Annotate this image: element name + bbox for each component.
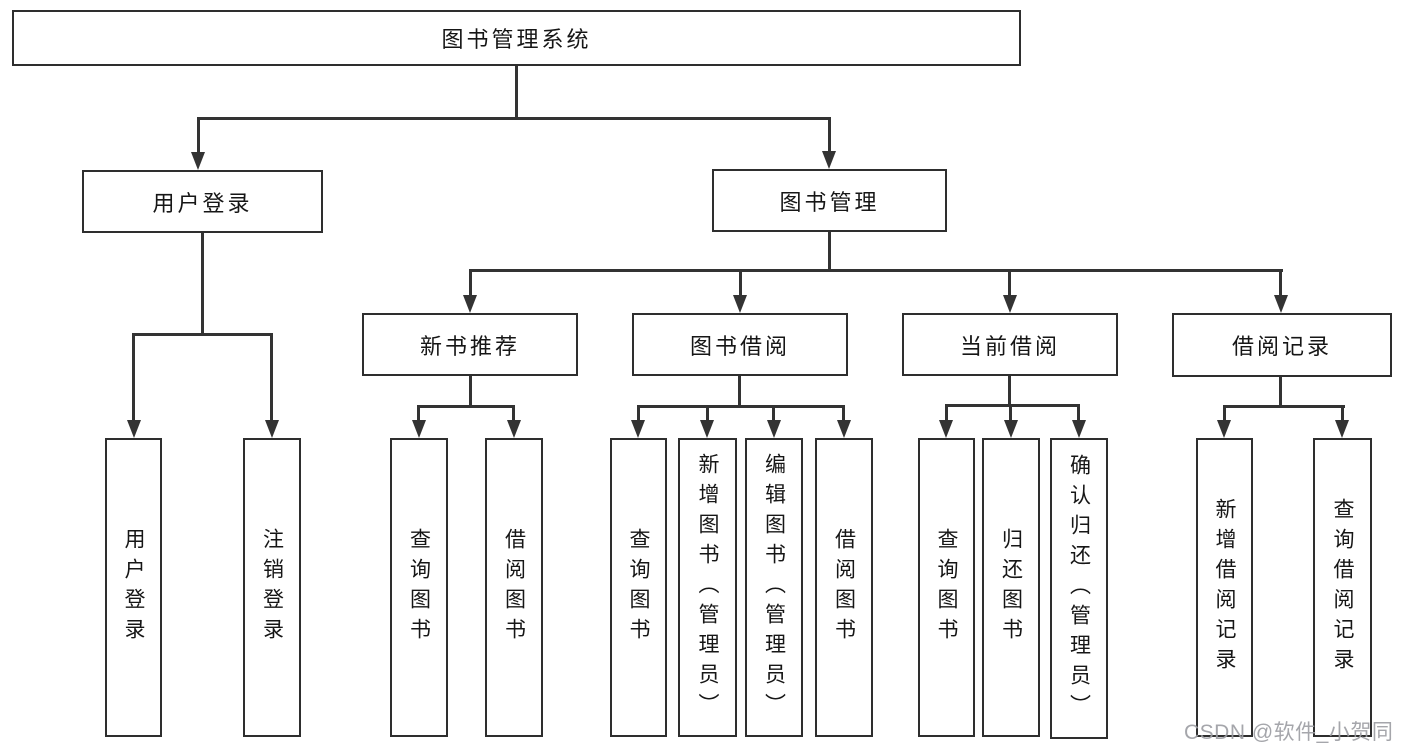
leaf-label: 查询图书 [935,527,958,648]
connector-user-login-trunk [201,233,204,335]
connector-current-bus [945,404,1080,407]
connector-drop [1341,405,1344,422]
arrowhead-icon [1335,420,1349,438]
leaf-query-books-3: 查询图书 [918,438,975,737]
arrowhead-icon [1003,295,1017,313]
arrowhead-icon [463,295,477,313]
node-root: 图书管理系统 [12,10,1021,66]
node-label: 新书推荐 [419,333,520,359]
leaf-user-login: 用户登录 [105,438,162,737]
connector-drop [1223,405,1226,422]
connector-borrow-trunk [738,376,741,407]
connector-drop [842,405,845,422]
arrowhead-icon [412,420,426,438]
node-book-borrow: 图书借阅 [632,313,848,376]
leaf-label: 查询图书 [407,527,431,648]
leaf-label: 借阅图书 [832,527,856,648]
leaf-label: 确认归还（管理员） [1067,453,1091,724]
node-label: 借阅记录 [1231,334,1332,359]
connector-drop [706,405,709,422]
leaf-label: 新增借阅记录 [1213,497,1236,678]
node-label: 用户登录 [152,190,253,216]
connector-drop [270,333,273,422]
connector-drop [772,405,775,422]
node-root-label: 图书管理系统 [441,27,592,52]
arrowhead-icon [265,420,279,438]
leaf-label: 注销登录 [260,527,284,648]
arrowhead-icon [1004,420,1018,438]
leaf-label: 归还图书 [999,527,1023,648]
leaf-edit-books-admin: 编辑图书（管理员） [745,438,803,737]
leaf-logout: 注销登录 [243,438,301,737]
connector-drop [1077,404,1080,422]
leaf-add-borrow-record: 新增借阅记录 [1196,438,1253,737]
watermark-text: CSDN @软件_小贺同学 [1184,721,1394,744]
leaf-borrow-books-1: 借阅图书 [485,438,543,737]
arrowhead-icon [631,420,645,438]
connector-drop [945,404,948,422]
leaf-confirm-return-admin: 确认归还（管理员） [1050,438,1108,739]
connector-drop [132,333,135,422]
node-new-book-recommend: 新书推荐 [362,313,578,376]
leaf-query-books-1: 查询图书 [390,438,448,737]
connector-drop [1009,404,1012,422]
arrowhead-icon [939,420,953,438]
connector-records-trunk [1279,377,1282,407]
leaf-label: 用户登录 [122,527,145,648]
connector-drop [469,269,472,297]
leaf-borrow-books-2: 借阅图书 [815,438,873,737]
connector-drop [739,269,742,297]
leaf-return-books: 归还图书 [982,438,1040,737]
connector-book-mgmt-trunk [828,232,831,271]
arrowhead-icon [127,420,141,438]
connector-drop [417,405,420,422]
node-current-borrow: 当前借阅 [902,313,1118,376]
connector-new-book-trunk [469,376,472,407]
node-user-login: 用户登录 [82,170,323,233]
connector-drop [1279,269,1282,297]
leaf-query-books-2: 查询图书 [610,438,667,737]
leaf-label: 编辑图书（管理员） [762,452,786,723]
node-label: 图书管理 [779,189,880,215]
arrowhead-icon [700,420,714,438]
arrowhead-icon [822,151,836,169]
connector-drop [828,117,831,153]
arrowhead-icon [1072,420,1086,438]
arrowhead-icon [507,420,521,438]
leaf-label: 借阅图书 [502,527,526,648]
arrowhead-icon [1217,420,1231,438]
connector-drop [197,117,200,154]
leaf-label: 查询图书 [627,527,650,648]
node-borrow-records: 借阅记录 [1172,313,1392,377]
connector-records-bus [1223,405,1345,408]
arrowhead-icon [1274,295,1288,313]
leaf-query-borrow-record: 查询借阅记录 [1313,438,1372,737]
connector-borrow-bus [637,405,844,408]
node-book-management: 图书管理 [712,169,947,232]
connector-drop [637,405,640,422]
arrowhead-icon [837,420,851,438]
connector-drop [1008,269,1011,297]
node-label: 当前借阅 [959,333,1060,359]
leaf-label: 查询借阅记录 [1331,497,1354,678]
connector-book-mgmt-bus [469,269,1283,272]
leaf-label: 新增图书（管理员） [696,452,719,723]
connector-root-trunk [515,66,518,118]
connector-level1-bus [197,117,831,120]
connector-current-trunk [1008,376,1011,406]
leaf-add-books-admin: 新增图书（管理员） [678,438,737,737]
arrowhead-icon [191,152,205,170]
node-label: 图书借阅 [689,333,790,359]
connector-user-login-bus [132,333,273,336]
arrowhead-icon [767,420,781,438]
connector-drop [512,405,515,422]
connector-new-book-bus [417,405,515,408]
arrowhead-icon [733,295,747,313]
